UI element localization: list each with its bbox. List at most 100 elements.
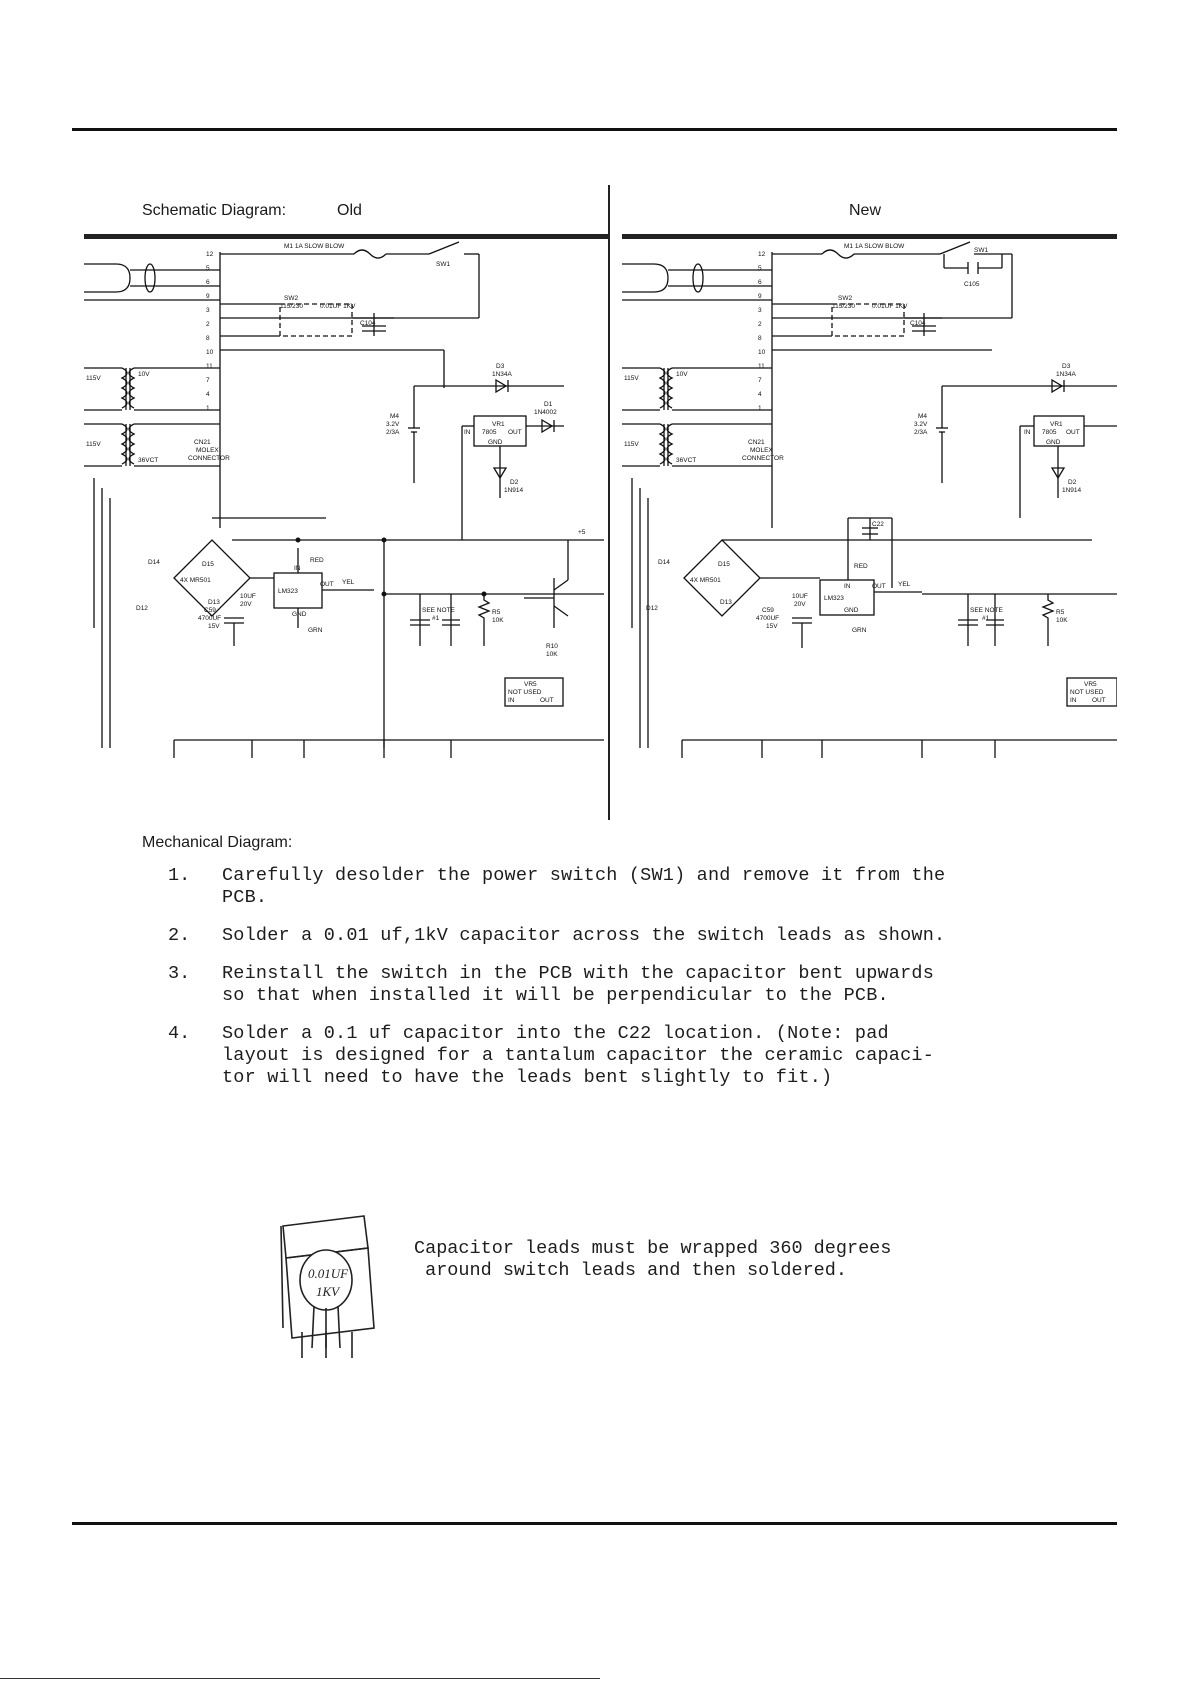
instruction-step: 2.Solder a 0.01 uf,1kV capacitor across … (168, 925, 1068, 947)
step-number: 1. (168, 865, 191, 886)
connector-pin-label: 6 (758, 279, 762, 286)
c104-label: C104 (360, 320, 376, 327)
r5-value-new: 10K (1056, 617, 1068, 624)
step-text: Solder a 0.1 uf capacitor into the C22 l… (222, 1023, 934, 1089)
lm323-label: LM323 (278, 588, 298, 595)
lm-gnd: GND (292, 611, 307, 618)
d13-label: D13 (208, 599, 220, 606)
lm-gnd-new: GND (844, 607, 859, 614)
connector-label-new: CONNECTOR (742, 455, 784, 462)
schematic-old-drawing: M1 1A SLOW BLOW SW1 SW2 115/230 0.01UF 1… (84, 234, 608, 758)
m4-rating2: 2/3A (386, 429, 400, 436)
cap10-label-new: 10UF (792, 593, 808, 600)
step-line: layout is designed for a tantalum capaci… (222, 1045, 935, 1066)
c105-label: C105 (964, 281, 980, 288)
connector-label: CONNECTOR (188, 455, 230, 462)
r5-label-new: R5 (1056, 609, 1065, 616)
v115-b-label-new: 115V (624, 441, 639, 448)
vr1-out-new: OUT (1066, 429, 1080, 436)
d15-label-new: D15 (718, 561, 730, 568)
lm-in-new: IN (844, 583, 851, 590)
see-note-label: SEE NOTE (422, 607, 456, 614)
d3-part: 1N34A (492, 371, 513, 378)
d14-label-new: D14 (658, 559, 670, 566)
d12-label-new: D12 (646, 605, 658, 612)
red-label: RED (310, 557, 324, 564)
c22-label: C22 (872, 521, 884, 528)
vr5-label: VR5 (524, 681, 537, 688)
d2-part-new: 1N914 (1062, 487, 1082, 494)
c59-volt-new: 15V (766, 623, 778, 630)
connector-pin-label: 1 (758, 405, 762, 412)
step-text: Carefully desolder the power switch (SW1… (222, 865, 945, 909)
c59-rating-new: 4700UF (756, 615, 779, 622)
connector-pin-label: 11 (206, 363, 213, 370)
vr1-part: 7805 (482, 429, 497, 436)
connector-pin-label: 3 (758, 307, 762, 314)
d3-label-new: D3 (1062, 363, 1071, 370)
step-line: tor will need to have the leads bent sli… (222, 1067, 833, 1088)
cap10-volt: 20V (240, 601, 252, 608)
connector-pin-label: 8 (758, 335, 762, 342)
step-text: Solder a 0.01 uf,1kV capacitor across th… (222, 925, 945, 947)
d13-label-new: D13 (720, 599, 732, 606)
d2-label-new: D2 (1068, 479, 1077, 486)
molex-label: MOLEX (196, 447, 219, 454)
schematic-new: M1 1A SLOW BLOW SW1 C105 SW2 115/230 0.0… (622, 228, 1117, 758)
vr5-in: IN (508, 697, 515, 704)
schematic-new-drawing: M1 1A SLOW BLOW SW1 C105 SW2 115/230 0.0… (622, 234, 1117, 758)
step-number: 4. (168, 1023, 191, 1044)
step-number: 3. (168, 963, 191, 984)
new-heading: New (849, 202, 882, 219)
molex-label-new: MOLEX (750, 447, 773, 454)
fuse-label-new: M1 1A SLOW BLOW (844, 243, 905, 250)
vr1-gnd: GND (488, 439, 503, 446)
d15-label: D15 (202, 561, 214, 568)
sw2-rating-new: 115/230 (832, 303, 855, 310)
bridge-label: 4X MR501 (180, 577, 211, 584)
connector-pin-label: 2 (758, 321, 762, 328)
connector-pin-label: 9 (758, 293, 762, 300)
top-rule (72, 128, 1117, 131)
v36-label: 36VCT (138, 457, 158, 464)
d1-label: D1 (544, 401, 553, 408)
step-line: Carefully desolder the power switch (SW1… (222, 865, 946, 886)
vr1-in-new: IN (1024, 429, 1031, 436)
connector-pin-label: 10 (758, 349, 766, 356)
mechanical-heading: Mechanical Diagram: (142, 834, 293, 851)
connector-pin-label: 3 (206, 307, 210, 314)
step-line: Solder a 0.1 uf capacitor into the C22 l… (222, 1023, 889, 1044)
d12-label: D12 (136, 605, 148, 612)
vr1-in: IN (464, 429, 471, 436)
d3-label: D3 (496, 363, 505, 370)
connector-pin-label: 7 (758, 377, 762, 384)
c104-label-new: C104 (910, 320, 926, 327)
plus5-label: +5 (578, 529, 586, 536)
cap-rating-new: 0.01UF 1KV (872, 303, 908, 310)
capacitor-note: Capacitor leads must be wrapped 360 degr… (414, 1238, 891, 1282)
vr1-label: VR1 (492, 421, 505, 428)
vr1-gnd-new: GND (1046, 439, 1061, 446)
sw2-label: SW2 (284, 295, 298, 302)
sketch-value: 0.01UF (308, 1266, 349, 1281)
c59-label: C59 (204, 607, 216, 614)
v115-a-label-new: 115V (624, 375, 639, 382)
capacitor-note-line2: around switch leads and then soldered. (414, 1260, 847, 1281)
v10-label: 10V (138, 371, 150, 378)
fuse-label: M1 1A SLOW BLOW (284, 243, 345, 250)
instruction-step: 1. Carefully desolder the power switch (S… (168, 865, 1068, 909)
instruction-step: 4. Solder a 0.1 uf capacitor into the C22… (168, 1023, 1068, 1089)
d14-label: D14 (148, 559, 160, 566)
m4-label: M4 (390, 413, 399, 420)
d3-part-new: 1N34A (1056, 371, 1077, 378)
cap10-label: 10UF (240, 593, 256, 600)
yel-label-new: YEL (898, 581, 911, 588)
yel-label: YEL (342, 579, 355, 586)
connector-pin-label: 6 (206, 279, 210, 286)
connector-pin-label: 4 (206, 391, 210, 398)
step-line: Reinstall the switch in the PCB with the… (222, 963, 935, 984)
vr1-out: OUT (508, 429, 522, 436)
r10-value: 10K (546, 651, 558, 658)
connector-pin-label: 10 (206, 349, 214, 356)
v115-a-label: 115V (86, 375, 101, 382)
